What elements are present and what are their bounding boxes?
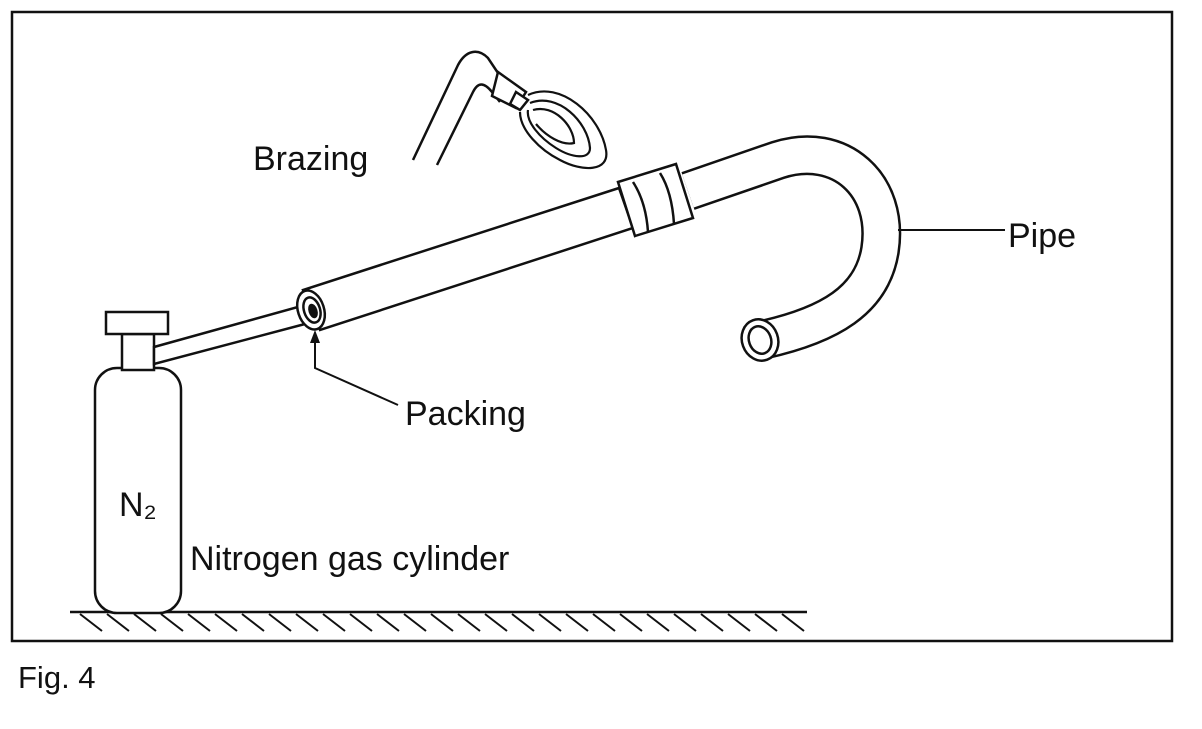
ground-hatch-mark [187,613,211,632]
ground-hatch-mark [700,613,724,632]
ground-hatch-mark [592,613,616,632]
ground-hatch-mark [565,613,589,632]
ground-hatch-mark [133,613,157,632]
packing-leader [310,330,399,406]
pipe-open-end [740,318,780,362]
ground-hatch-mark [538,613,562,632]
ground-hatch-mark [160,613,184,632]
ground-hatch-mark [214,613,238,632]
ground [70,610,807,632]
ground-hatch-mark [403,613,427,632]
cylinder-valve-cap [104,310,170,336]
pipe-joint [616,162,695,238]
pipe-main-section [301,186,635,332]
ground-hatch-mark [511,613,535,632]
ground-hatch-mark [457,613,481,632]
ground-hatch-mark [727,613,751,632]
figure-caption: Fig. 4 [18,660,96,695]
pipe-label: Pipe [1008,217,1076,255]
ground-hatch-mark [268,613,292,632]
ground-hatch-mark [106,613,130,632]
ground-hatch-mark [646,613,670,632]
nitrogen-cylinder [93,310,183,615]
brazing-label: Brazing [253,140,368,178]
ground-hatch-mark [241,613,265,632]
gas-hose [152,303,307,366]
cylinder-mark: N₂ [119,486,157,524]
brazing-torch [411,50,530,166]
ground-hatch-mark [376,613,400,632]
ground-hatch-mark [781,613,805,632]
diagram-frame [10,10,1174,643]
packing-seal [295,289,327,331]
ground-hatch-mark [673,613,697,632]
cylinder-label: Nitrogen gas cylinder [190,540,509,578]
ground-hatch-mark [484,613,508,632]
flame [518,90,608,170]
ground-hatch-mark [754,613,778,632]
ground-hatch-mark [322,613,346,632]
ground-hatch-mark [295,613,319,632]
pipe-bend [681,135,902,360]
packing-label: Packing [405,395,526,433]
ground-hatch-mark [619,613,643,632]
ground-hatch-mark [79,613,103,632]
ground-hatch-mark [349,613,373,632]
ground-hatch-mark [430,613,454,632]
cylinder-neck [120,332,156,372]
